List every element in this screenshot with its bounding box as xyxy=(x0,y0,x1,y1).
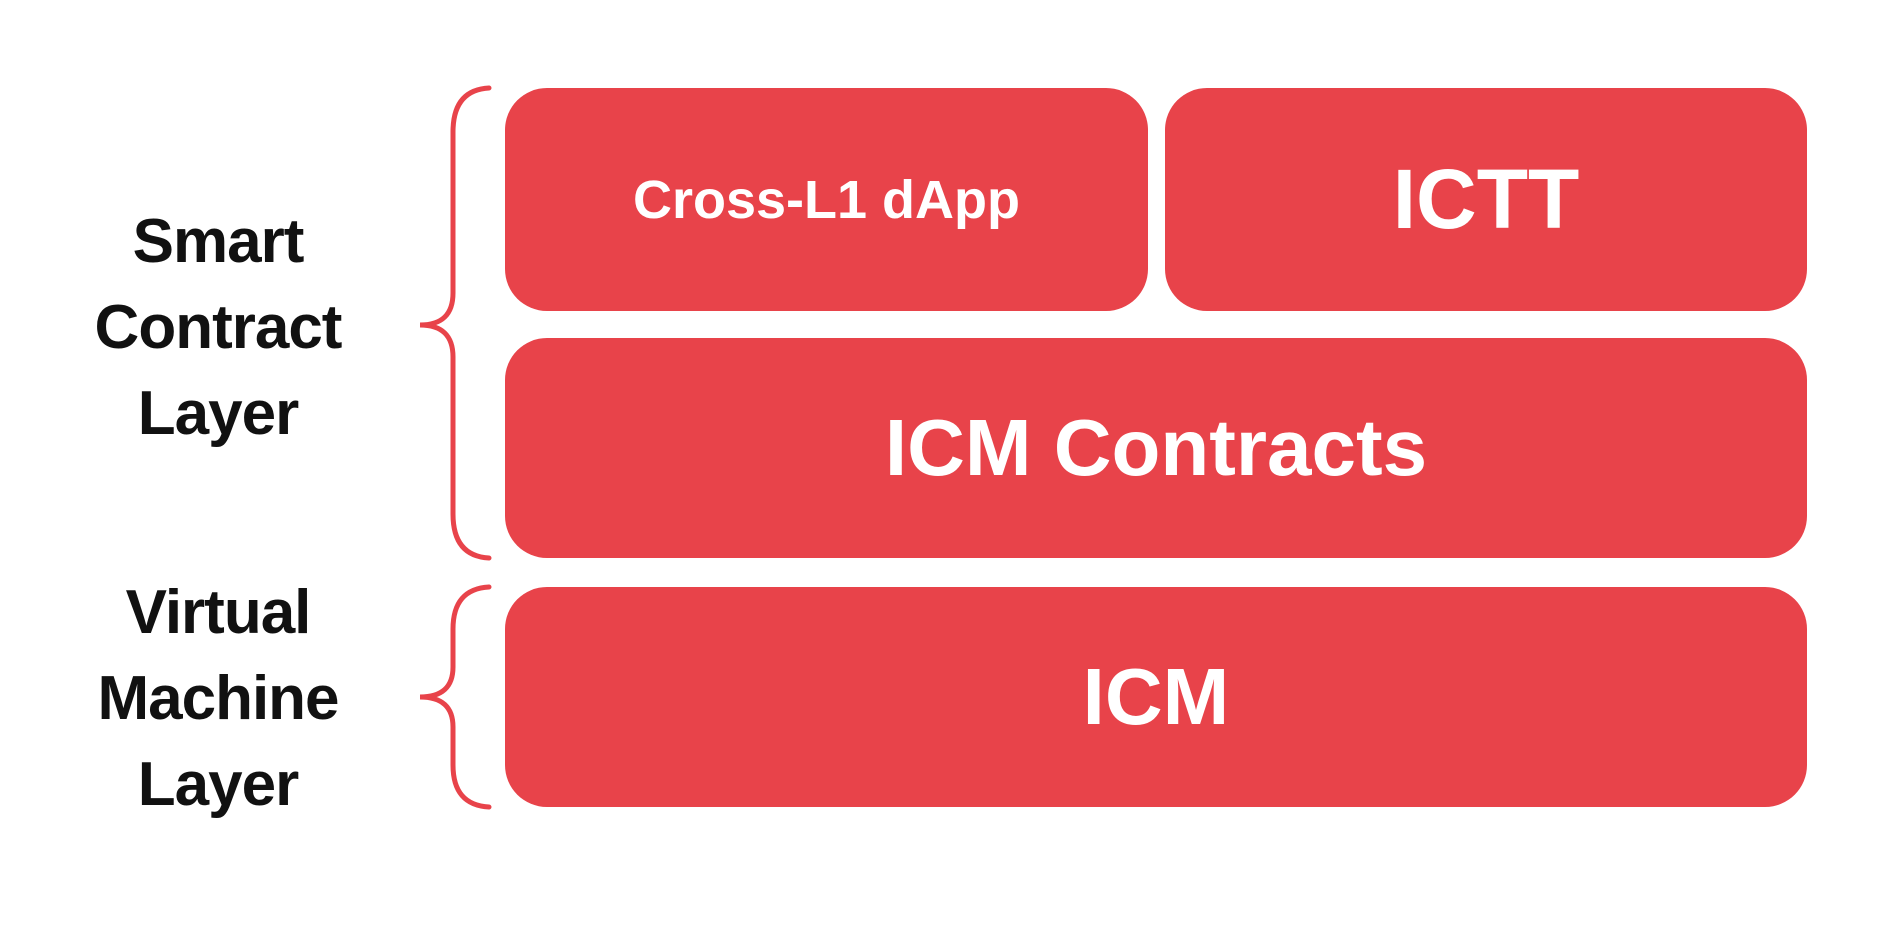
label-line: Machine xyxy=(97,664,339,733)
cross-l1-dapp-label: Cross-L1 dApp xyxy=(632,169,1021,230)
virtual-machine-layer-label: Virtual Machine Layer xyxy=(28,570,408,828)
label-line: Contract xyxy=(94,293,343,362)
smart-contract-layer-label: Smart Contract Layer xyxy=(28,199,408,457)
ictt-label: ICTT xyxy=(1392,152,1580,246)
icm-contracts-label: ICM Contracts xyxy=(884,403,1428,492)
icm-contracts-block: ICM Contracts xyxy=(505,338,1807,558)
smart-contract-curly-brace-icon xyxy=(419,85,492,561)
label-line: Virtual xyxy=(125,578,312,647)
icm-label: ICM xyxy=(1082,652,1230,741)
label-line: Smart xyxy=(132,207,305,276)
label-line: Layer xyxy=(137,750,299,819)
label-line: Layer xyxy=(137,379,299,448)
ictt-block: ICTT xyxy=(1165,88,1807,311)
icm-block: ICM xyxy=(505,587,1807,807)
cross-l1-dapp-block: Cross-L1 dApp xyxy=(505,88,1148,311)
virtual-machine-curly-brace-icon xyxy=(419,584,492,810)
